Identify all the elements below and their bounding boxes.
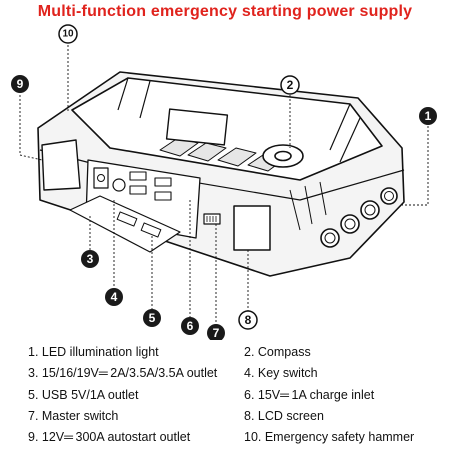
legend-item-8: 8. LCD screen xyxy=(244,409,324,423)
callout-markers xyxy=(11,24,437,340)
left-panel xyxy=(41,139,81,191)
side-lcd xyxy=(233,205,271,251)
callout-marker-2 xyxy=(280,75,300,95)
callout-label-3: 3 xyxy=(87,252,94,266)
callout-label-5: 5 xyxy=(149,311,156,325)
callout-marker-3 xyxy=(81,250,99,268)
legend-item-2: 2. Compass xyxy=(244,345,311,359)
legend-item-5: 5. USB 5V/1A outlet xyxy=(28,388,139,402)
callout-label-1: 1 xyxy=(425,109,432,123)
legend-item-9: 9. 12V═ 300A autostart outlet xyxy=(28,430,191,444)
callout-label-2: 2 xyxy=(287,78,294,92)
legend-item-6: 6. 15V═ 1A charge inlet xyxy=(244,388,375,402)
callout-marker-10 xyxy=(58,24,78,44)
callout-label-4: 4 xyxy=(111,290,118,304)
callout-label-7: 7 xyxy=(213,326,220,340)
callout-label-9: 9 xyxy=(17,77,24,91)
callout-marker-6 xyxy=(181,317,199,335)
legend-item-7: 7. Master switch xyxy=(28,409,119,423)
callout-label-6: 6 xyxy=(187,319,194,333)
callout-marker-1 xyxy=(419,107,437,125)
callout-marker-7 xyxy=(207,324,225,340)
legend-item-3: 3. 15/16/19V═ 2A/3.5A/3.5A outlet xyxy=(28,366,218,380)
callout-label-10: 10 xyxy=(62,29,74,40)
callout-marker-9 xyxy=(11,75,29,93)
legend-item-4: 4. Key switch xyxy=(244,366,318,380)
master-switch xyxy=(203,213,221,225)
diagram-title: Multi-function emergency starting power … xyxy=(37,3,413,20)
legend: 1. LED illumination light 2. Compass 3. … xyxy=(0,340,450,450)
rubber-flap xyxy=(69,195,181,253)
callout-marker-5 xyxy=(143,309,161,327)
callout-label-8: 8 xyxy=(245,313,252,327)
callout-marker-8 xyxy=(238,310,258,330)
callout-marker-4 xyxy=(105,288,123,306)
device-illustration: 1 2 3 4 5 6 7 8 9 10 xyxy=(11,24,437,340)
legend-item-10: 10. Emergency safety hammer xyxy=(244,430,415,444)
legend-item-1: 1. LED illumination light xyxy=(28,345,159,359)
top-display xyxy=(165,108,229,146)
